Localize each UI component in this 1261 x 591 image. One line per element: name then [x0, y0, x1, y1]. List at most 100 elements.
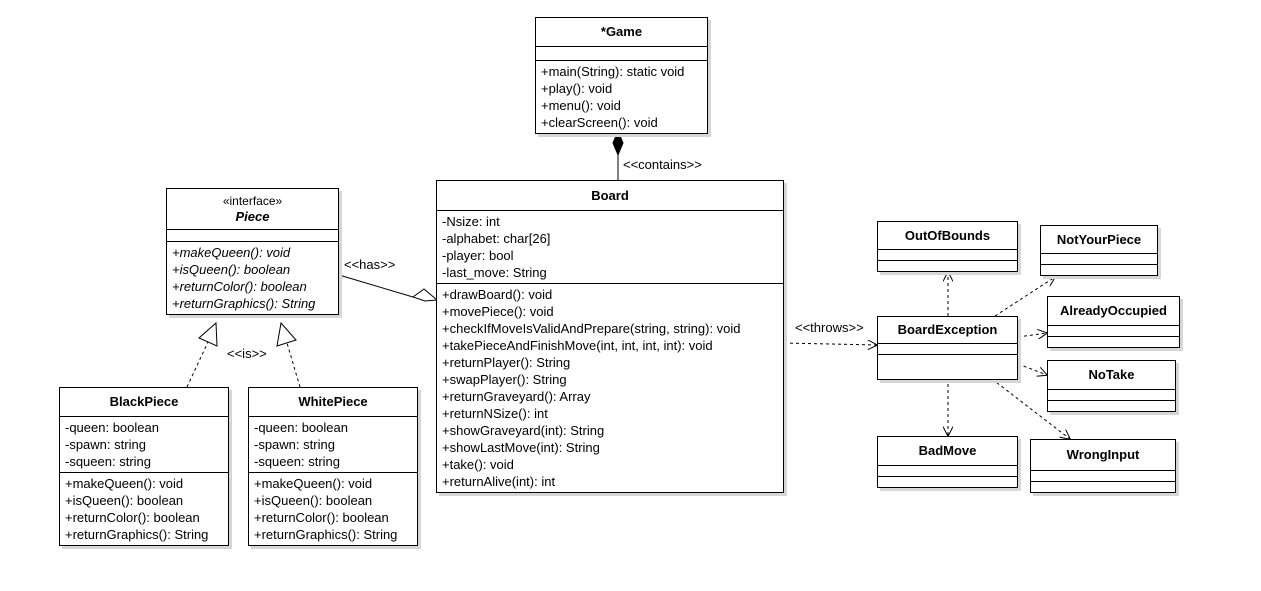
dep-edge-alreadyoccupied — [1017, 333, 1047, 337]
class-name: WrongInput — [1066, 447, 1140, 462]
class-name: NotYourPiece — [1056, 231, 1142, 247]
realization-edge-white — [286, 342, 301, 388]
class-wrong-input[interactable]: WrongInput — [1030, 439, 1176, 493]
method: +returnGraphics(): String — [172, 296, 316, 311]
class-name: *Game — [600, 24, 643, 39]
has-label: <<has>> — [344, 257, 396, 272]
class-name: OutOfBounds — [904, 227, 991, 243]
attribute: -spawn: string — [254, 437, 335, 452]
attribute: -squeen: string — [65, 454, 151, 469]
method: +returnAlive(int): int — [442, 474, 556, 489]
methods-section — [878, 355, 1017, 379]
method: +movePiece(): void — [442, 304, 554, 319]
throws-label: <<throws>> — [795, 320, 864, 335]
method: +takePieceAndFinishMove(int, int, int, i… — [442, 338, 713, 353]
attributes-section — [167, 230, 338, 242]
attribute: -player: bool — [442, 248, 514, 263]
attributes-section — [1041, 254, 1157, 265]
method: +menu(): void — [541, 98, 621, 113]
method: +main(String): static void — [541, 64, 685, 79]
class-already-occupied[interactable]: AlreadyOccupied — [1047, 296, 1180, 348]
methods-section: +makeQueen(): void +isQueen(): boolean +… — [249, 473, 417, 545]
attributes-section: -queen: boolean -spawn: string -squeen: … — [60, 417, 228, 473]
methods-section: +drawBoard(): void +movePiece(): void +c… — [437, 284, 783, 492]
attribute: -last_move: String — [442, 265, 547, 280]
methods-section — [1048, 401, 1175, 411]
attribute: -alphabet: char[26] — [442, 231, 551, 246]
class-name: NoTake — [1088, 367, 1135, 382]
method: +isQueen(): boolean — [65, 493, 184, 508]
method: +clearScreen(): void — [541, 115, 658, 130]
attribute: -queen: boolean — [254, 420, 348, 435]
method: +showLastMove(int): String — [442, 440, 600, 455]
aggregation-edge — [338, 274, 414, 298]
methods-section — [878, 261, 1017, 271]
realization-triangle-white — [276, 321, 297, 347]
class-not-your-piece[interactable]: NotYourPiece — [1040, 225, 1158, 276]
attribute: -spawn: string — [65, 437, 146, 452]
attributes-section: -queen: boolean -spawn: string -squeen: … — [249, 417, 417, 473]
attributes-section — [1048, 390, 1175, 401]
method: +checkIfMoveIsValidAndPrepare(string, st… — [442, 321, 741, 336]
method: +makeQueen(): void — [254, 476, 373, 491]
class-game[interactable]: *Game +main(String): static void +play()… — [535, 17, 708, 134]
composition-diamond — [612, 129, 624, 157]
attribute: -squeen: string — [254, 454, 340, 469]
method: +returnColor(): boolean — [254, 510, 389, 525]
methods-section — [1031, 482, 1175, 492]
method: +returnColor(): boolean — [172, 279, 307, 294]
is-label: <<is>> — [227, 346, 267, 361]
method: +isQueen(): boolean — [254, 493, 373, 508]
method: +isQueen(): boolean — [172, 262, 291, 277]
methods-section: +main(String): static void +play(): void… — [536, 61, 707, 133]
class-board-exception[interactable]: BoardException — [877, 316, 1018, 380]
methods-section: +makeQueen(): void +isQueen(): boolean +… — [167, 242, 338, 314]
class-board[interactable]: Board -Nsize: int -alphabet: char[26] -p… — [436, 180, 784, 493]
attribute: -Nsize: int — [442, 214, 500, 229]
method: +drawBoard(): void — [442, 287, 553, 302]
class-out-of-bounds[interactable]: OutOfBounds — [877, 221, 1018, 272]
aggregation-diamond — [411, 288, 439, 302]
attribute: -queen: boolean — [65, 420, 159, 435]
dep-edge-wronginput — [991, 378, 1070, 439]
class-name: Board — [591, 187, 629, 203]
class-name: Piece — [235, 208, 270, 224]
method: +returnGraphics(): String — [254, 527, 398, 542]
class-bad-move[interactable]: BadMove — [877, 436, 1018, 488]
attributes-section — [1031, 471, 1175, 482]
dep-edge-notake — [1017, 363, 1047, 375]
methods-section — [1041, 265, 1157, 275]
realization-edge-black — [186, 341, 209, 388]
method: +returnNSize(): int — [442, 406, 548, 421]
dep-edge-notyourpiece — [994, 277, 1055, 317]
method: +makeQueen(): void — [65, 476, 184, 491]
methods-section: +makeQueen(): void +isQueen(): boolean +… — [60, 473, 228, 545]
attributes-section: -Nsize: int -alphabet: char[26] -player:… — [437, 211, 783, 284]
method: +take(): void — [442, 457, 514, 472]
stereotype: «interface» — [222, 193, 283, 208]
method: +returnGraphics(): String — [65, 527, 209, 542]
class-black-piece[interactable]: BlackPiece -queen: boolean -spawn: strin… — [59, 387, 229, 546]
attributes-section — [878, 344, 1017, 355]
class-name: AlreadyOccupied — [1060, 303, 1167, 318]
class-name: BlackPiece — [109, 394, 179, 409]
method: +returnGraveyard(): Array — [442, 389, 591, 404]
attributes-section — [878, 250, 1017, 261]
class-name: BoardException — [897, 322, 998, 337]
class-white-piece[interactable]: WhitePiece -queen: boolean -spawn: strin… — [248, 387, 418, 546]
class-name: WhitePiece — [298, 394, 368, 409]
realization-triangle-black — [198, 321, 218, 347]
attributes-section — [536, 47, 707, 61]
throws-edge — [783, 343, 877, 345]
attributes-section — [1048, 326, 1179, 337]
methods-section — [1048, 337, 1179, 347]
contains-label: <<contains>> — [623, 157, 702, 172]
class-no-take[interactable]: NoTake — [1047, 360, 1176, 412]
attributes-section — [878, 466, 1017, 477]
class-name: BadMove — [918, 443, 977, 458]
method: +swapPlayer(): String — [442, 372, 567, 387]
method: +makeQueen(): void — [172, 245, 291, 260]
method: +showGraveyard(int): String — [442, 423, 605, 438]
interface-piece[interactable]: «interface» Piece +makeQueen(): void +is… — [166, 188, 339, 315]
